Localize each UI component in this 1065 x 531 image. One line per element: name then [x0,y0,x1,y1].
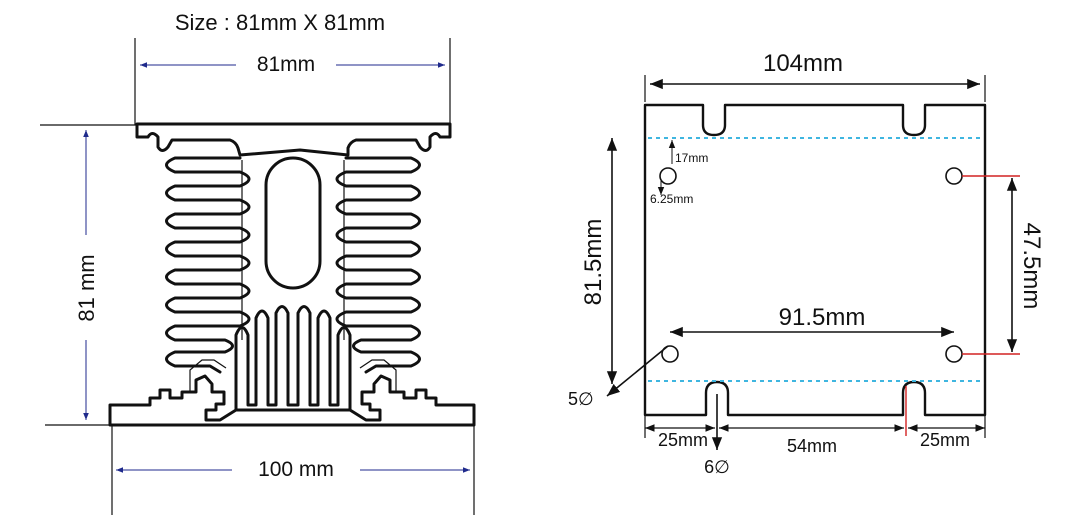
bottom-dimension-chain: 25mm 54mm 25mm [645,424,985,456]
slot-spacing-label: 54mm [787,436,837,456]
slot-diameter-callout: 6∅ [704,394,730,477]
slot-diameter-label: 6∅ [704,457,730,477]
oval-slot [264,156,322,290]
base-width-label: 100 mm [258,458,334,481]
hole-spacing-dimension: 91.5mm [670,304,954,338]
vertical-spacing-label: 47.5mm [1018,223,1045,310]
heatsink-drawing: Size : 81mm X 81mm 81mm 81 mm 100 mm [40,10,476,515]
base-width-dimension: 100 mm [116,458,470,481]
plate-height-label: 81.5mm [580,219,607,306]
hole-bottom-right [945,345,963,363]
hole-top-right [945,167,963,185]
heatsink-profile [108,122,476,427]
center-fins [234,305,352,412]
hole-offset-label: 17mm [675,151,708,165]
mounting-plate-drawing: 104mm 17mm 6.25mm 81.5mm 5∅ [568,50,1045,477]
right-fins [335,156,421,374]
plate-width-label: 104mm [763,50,843,77]
left-margin-label: 25mm [658,430,708,450]
height-dimension: 81 mm [74,130,99,420]
hole-diameter-callout: 5∅ [568,345,669,409]
hole-offset-callout: 17mm 6.25mm [650,140,708,206]
right-margin-label: 25mm [920,430,970,450]
size-label: Size : 81mm X 81mm [175,10,385,35]
hole-diameter-label: 5∅ [568,389,594,409]
hole-spacing-label: 91.5mm [779,304,866,331]
plate-width-dimension: 104mm [650,50,980,90]
hole-inset-label: 6.25mm [650,192,693,206]
hole-top-left [659,167,677,185]
height-label: 81 mm [74,254,99,321]
hole-bottom-left [661,345,679,363]
left-fins [165,156,251,374]
top-width-label: 81mm [257,53,315,76]
vertical-spacing-dimension: 47.5mm [1006,178,1045,352]
plate-height-dimension: 81.5mm [580,138,618,384]
top-width-dimension: 81mm [140,53,445,76]
